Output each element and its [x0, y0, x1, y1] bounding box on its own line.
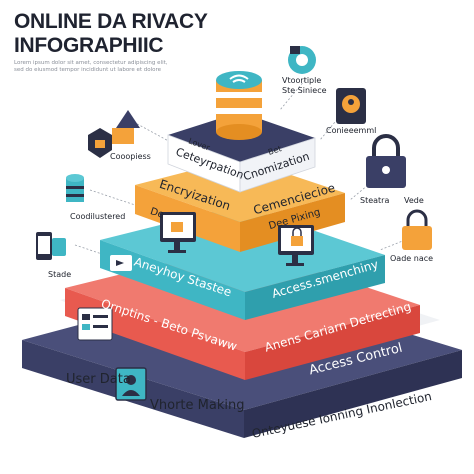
- subtitle-line-1: Lorem ipsum dolor sit amet, consectetur …: [14, 60, 168, 66]
- side-label-right-4: Oade nace: [390, 254, 434, 263]
- title-line-1: ONLINE DA RIVACY: [14, 10, 208, 33]
- side-label-vhorte-making: Vhorte Making: [150, 398, 245, 413]
- tag-icon: [110, 255, 132, 271]
- monitor-icon-left: [160, 212, 196, 253]
- form-card-icon: [77, 307, 113, 341]
- side-label-right-2: Conieeemml: [326, 126, 377, 135]
- side-label-right-3: Steatra: [360, 196, 390, 205]
- padlock-icon: [366, 134, 406, 188]
- side-label-left-2: Coodilustered: [70, 212, 126, 221]
- network-icon: [288, 46, 316, 74]
- database-icon: [216, 71, 262, 140]
- side-label-left-1: Cooopiess: [110, 152, 151, 161]
- user-profile-icon: [115, 367, 147, 401]
- database-small-icon: [66, 174, 84, 202]
- phone-icon: [36, 232, 66, 260]
- side-label-left-3: Stade: [48, 270, 72, 279]
- search-person-icon: [336, 88, 366, 124]
- monitor-icon-right: [278, 225, 314, 266]
- side-label-user-data: User Data: [66, 372, 131, 387]
- lock-shield-icon: [88, 128, 112, 158]
- padlock-orange-icon: [402, 209, 432, 250]
- page-title: ONLINE DA RIVACY INFOGRAPHIIC: [14, 10, 208, 58]
- side-label-right-3b: Vede: [404, 196, 424, 205]
- subtitle-text: Lorem ipsum dolor sit amet, consectetur …: [14, 60, 174, 74]
- warning-sign-icon: [112, 110, 140, 144]
- subtitle-line-2: sed do eiusmod tempor incididunt ut labo…: [14, 67, 162, 73]
- title-line-2: INFOGRAPHIIC: [14, 34, 164, 57]
- side-label-right-1: Vtoortiple Ste Siniece: [282, 76, 327, 95]
